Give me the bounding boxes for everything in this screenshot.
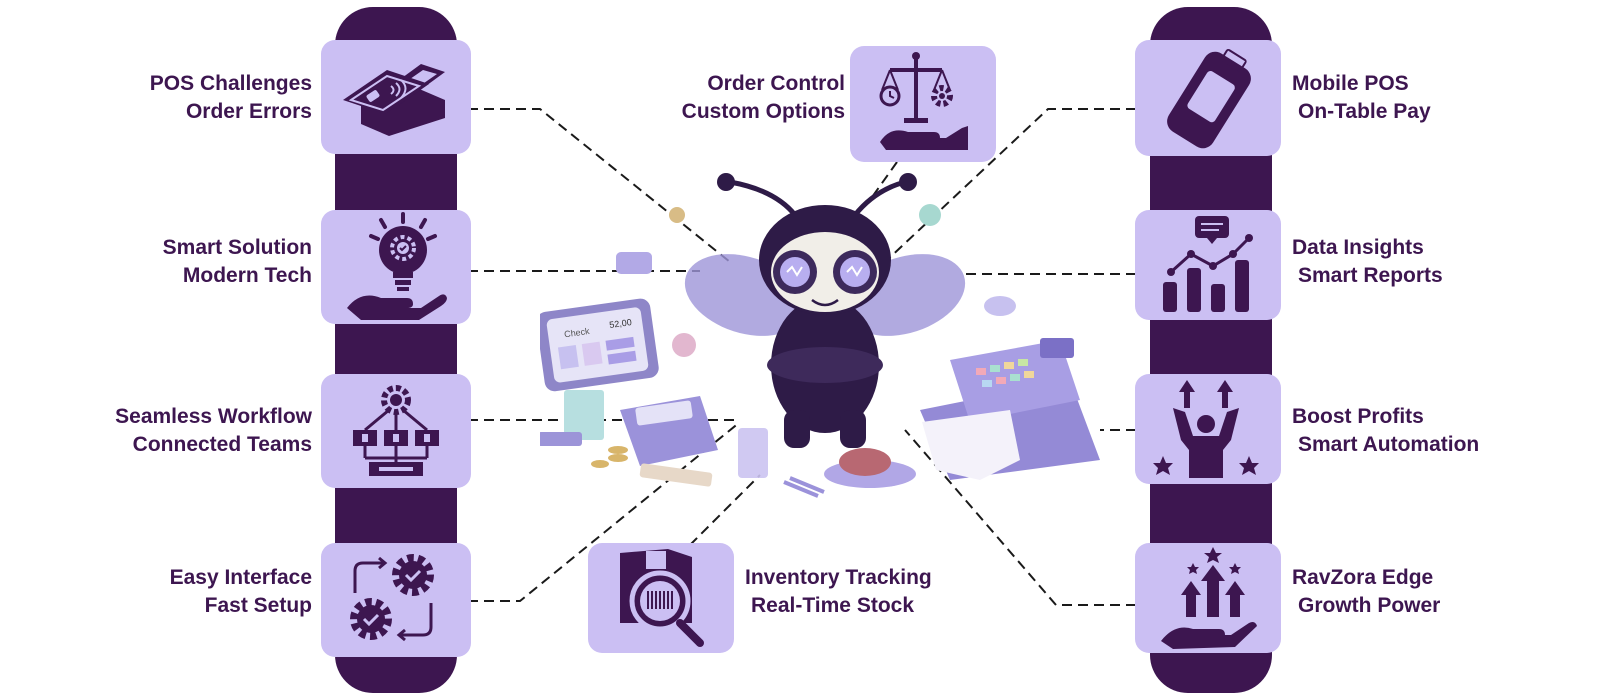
feature-tile-mobile-pos (1135, 40, 1281, 156)
feature-tile-order-control (850, 46, 996, 162)
cash-register-illustration (920, 338, 1100, 480)
tablet-check-label: Check (564, 326, 591, 340)
chat-bubble-decoration (616, 252, 652, 274)
feature-tile-ravzora-edge (1135, 543, 1281, 653)
feature-subtitle: Smart Automation (1298, 433, 1480, 456)
feature-tile-boost-profits (1135, 374, 1281, 484)
feature-label-ravzora-edge: RavZora Edge Growth Power (1292, 564, 1440, 620)
feature-title: RavZora Edge (1292, 566, 1434, 589)
connector-pos-challenges (468, 108, 731, 263)
feature-title: Mobile POS (1292, 72, 1409, 95)
feature-subtitle: Growth Power (1298, 594, 1441, 617)
connector-mobile-pos (884, 108, 1136, 263)
feature-subtitle: Connected Teams (132, 433, 312, 456)
feature-label-mobile-pos: Mobile POS On-Table Pay (1292, 70, 1431, 126)
pos-tablet-illustration: Check 52,00 (540, 298, 659, 446)
feature-title: POS Challenges (149, 72, 312, 95)
feature-title: Data Insights (1292, 236, 1424, 259)
feature-subtitle: On-Table Pay (1298, 100, 1431, 123)
feature-label-smart-solution: Smart Solution Modern Tech (163, 234, 312, 290)
check-badge-decoration (672, 333, 696, 357)
connector-inventory-tracking (689, 474, 761, 546)
feature-tile-pos-challenges (321, 40, 471, 154)
workflow-network-icon (353, 385, 439, 476)
gears-cycle-icon (350, 554, 434, 642)
person-celebrating-icon (1153, 380, 1259, 478)
feature-tile-data-insights (1135, 210, 1281, 320)
box-barcode-search-icon (620, 549, 704, 647)
bee-mascot-illustration: Check 52,00 (540, 173, 1100, 498)
feature-label-inventory-tracking: Inventory Tracking Real-Time Stock (745, 564, 932, 620)
card-terminal-illustration (591, 396, 718, 487)
credit-card-terminal-icon (343, 64, 445, 136)
feature-subtitle: Order Errors (185, 100, 312, 123)
feature-label-order-control: Order Control Custom Options (682, 70, 845, 126)
feature-title: Seamless Workflow (115, 405, 312, 428)
feature-subtitle: Modern Tech (182, 264, 312, 287)
tablet-amount: 52,00 (609, 317, 633, 330)
feature-label-seamless-workflow: Seamless Workflow Connected Teams (115, 403, 312, 459)
feature-title: Smart Solution (162, 236, 312, 259)
feature-subtitle: Fast Setup (204, 594, 312, 617)
balance-scale-hand-icon (879, 52, 968, 150)
feature-subtitle: Custom Options (681, 100, 845, 123)
feature-label-easy-interface: Easy Interface Fast Setup (170, 564, 312, 620)
feature-tile-inventory-tracking (588, 543, 734, 653)
feature-title: Easy Interface (169, 566, 312, 589)
lightbulb-gear-icon (347, 212, 447, 320)
feature-title: Order Control (707, 72, 845, 95)
feature-subtitle: Real-Time Stock (751, 594, 915, 617)
feature-label-pos-challenges: POS Challenges Order Errors (150, 70, 312, 126)
feature-subtitle: Smart Reports (1298, 264, 1443, 287)
growth-arrows-hand-icon (1161, 547, 1257, 649)
feature-label-data-insights: Data Insights Smart Reports (1292, 234, 1443, 290)
feature-title: Inventory Tracking (745, 566, 932, 589)
drink-cup-illustration (738, 428, 768, 478)
cloud-decoration (984, 296, 1016, 316)
feature-tile-smart-solution (321, 210, 471, 324)
feature-tile-seamless-workflow (321, 374, 471, 488)
connector-easy-interface (468, 421, 741, 602)
bar-chart-insights-icon (1163, 216, 1253, 312)
feature-title: Boost Profits (1292, 405, 1424, 428)
feature-label-boost-profits: Boost Profits Smart Automation (1292, 403, 1479, 459)
connector-ravzora-edge (904, 429, 1136, 606)
mobile-pos-device-icon (1167, 48, 1251, 149)
feature-tile-easy-interface (321, 543, 471, 657)
